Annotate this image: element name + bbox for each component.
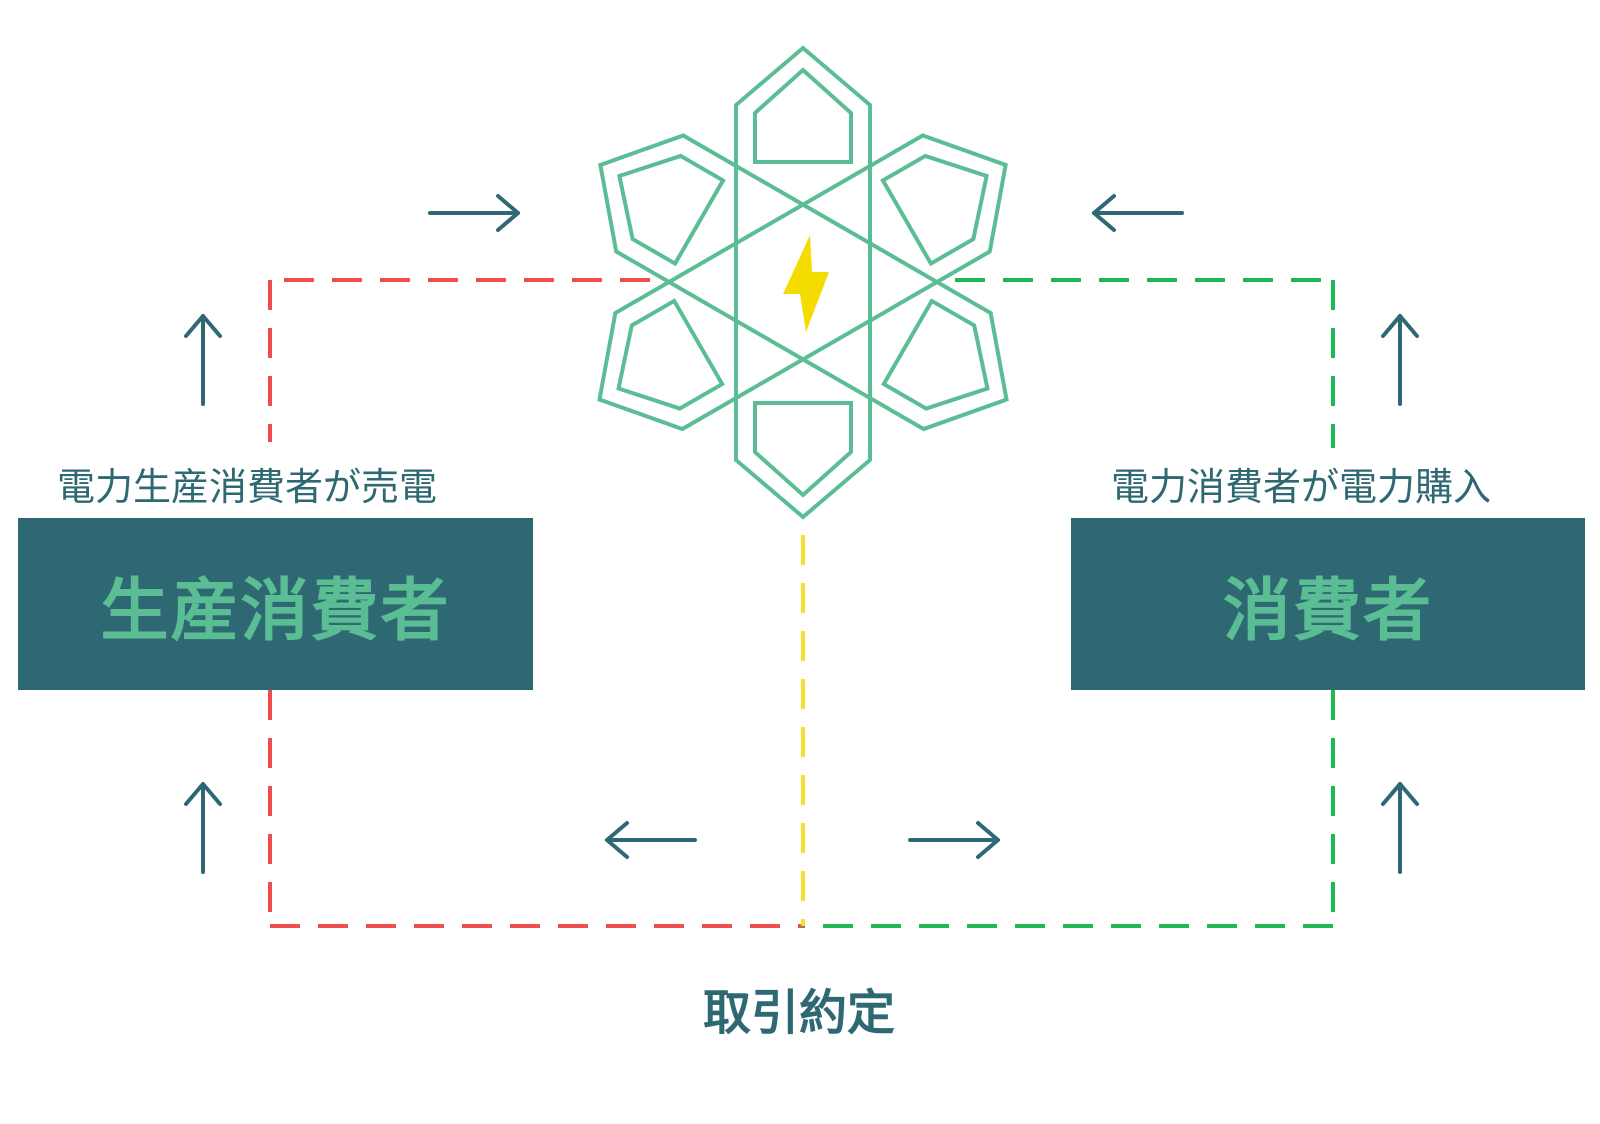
consumer-caption: 電力消費者が電力購入	[1111, 465, 1492, 509]
lightning-bolt-icon	[783, 235, 829, 332]
consumer-box: 消費者	[1071, 518, 1585, 690]
trade-execution-label: 取引約定	[703, 985, 896, 1041]
power-grid-hub-icon	[563, 45, 1043, 520]
arrow-right-icon	[908, 821, 1000, 859]
arrow-up-icon	[184, 314, 222, 406]
consumer-box-label: 消費者	[1222, 571, 1433, 651]
producer-box: 生産消費者	[18, 518, 533, 690]
arrow-left-icon	[1092, 194, 1184, 232]
arrow-up-icon	[1381, 782, 1419, 874]
arrow-right-icon	[428, 194, 520, 232]
producer-caption: 電力生産消費者が売電	[57, 465, 438, 509]
arrow-up-icon	[184, 782, 222, 874]
arrow-left-icon	[605, 821, 697, 859]
arrow-up-icon	[1381, 314, 1419, 406]
consumer-flow-line	[803, 278, 1335, 928]
producer-flow-line	[268, 278, 803, 928]
producer-box-label: 生産消費者	[100, 571, 451, 651]
